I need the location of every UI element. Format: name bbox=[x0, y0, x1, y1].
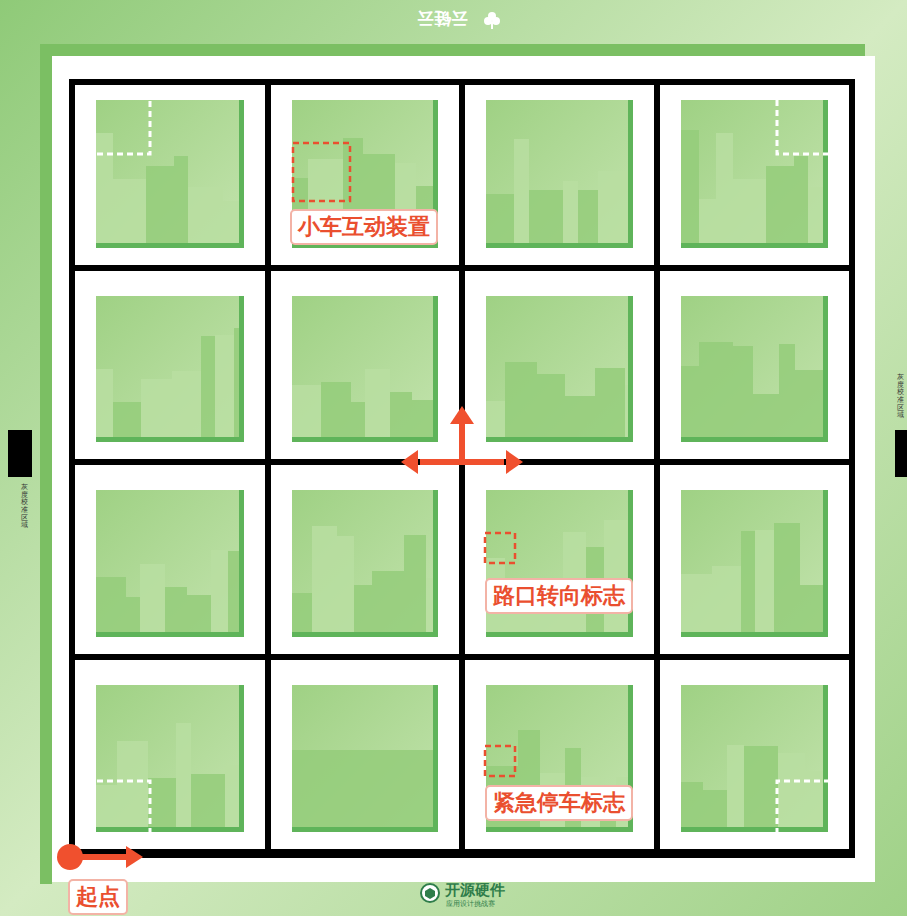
corner-zones bbox=[97, 100, 830, 835]
side-note: 灰度校准区域 bbox=[897, 374, 904, 420]
logo-icon bbox=[421, 884, 439, 902]
city-tile bbox=[681, 685, 828, 832]
arrow bbox=[70, 854, 128, 860]
city-tile bbox=[96, 100, 244, 248]
device-zone bbox=[293, 143, 350, 201]
turn-sign-zone bbox=[485, 533, 515, 563]
track-grid bbox=[69, 79, 855, 858]
frame-strip bbox=[40, 44, 52, 884]
frame-strip bbox=[40, 44, 865, 56]
city-tile bbox=[292, 296, 438, 442]
city-tile bbox=[292, 490, 438, 637]
turn-arrows bbox=[401, 406, 523, 474]
corner-zone bbox=[97, 781, 150, 835]
gray-calibration-bar bbox=[8, 430, 32, 477]
start-marker bbox=[57, 844, 143, 870]
clover-icon bbox=[484, 12, 500, 29]
callout-text: 路口转向标志 bbox=[493, 582, 625, 610]
corner-zone bbox=[777, 100, 830, 154]
city-tile bbox=[486, 100, 633, 248]
callout-box: 路口转向标志 bbox=[485, 578, 633, 614]
city-tile bbox=[486, 685, 633, 832]
arrow-head bbox=[450, 406, 474, 424]
city-tile bbox=[486, 296, 633, 442]
gray-calibration-bar bbox=[895, 430, 907, 477]
callout-box: 紧急停车标志 bbox=[485, 785, 633, 821]
logo-text: 云链云 bbox=[417, 9, 468, 29]
city-tile bbox=[292, 100, 438, 248]
city-tile bbox=[681, 490, 828, 637]
arrow-head bbox=[126, 846, 143, 868]
city-tile bbox=[681, 296, 828, 442]
corner-zone bbox=[97, 100, 150, 154]
callout-text: 小车互动装置 bbox=[298, 213, 430, 241]
side-note: 灰度校准区域 bbox=[21, 484, 28, 530]
city-tile bbox=[681, 100, 828, 248]
logo-text: 应用设计挑战赛 bbox=[446, 900, 495, 908]
city-tile bbox=[96, 296, 244, 442]
logo-text: 开源硬件 bbox=[445, 881, 505, 899]
city-tile bbox=[486, 490, 633, 637]
arrow-head bbox=[401, 450, 418, 474]
arrow bbox=[459, 420, 465, 462]
callout-box: 起点 bbox=[68, 879, 128, 915]
arrow bbox=[420, 459, 504, 465]
field bbox=[52, 56, 875, 882]
corner-zone bbox=[777, 781, 830, 835]
city-tile bbox=[292, 685, 438, 832]
stop-sign-zone bbox=[485, 746, 515, 776]
arrow-head bbox=[506, 450, 523, 474]
callout-box: 小车互动装置 bbox=[290, 209, 438, 245]
callout-text: 起点 bbox=[76, 883, 120, 911]
city-tile bbox=[96, 490, 244, 637]
marker-zones bbox=[293, 143, 515, 776]
callout-text: 紧急停车标志 bbox=[493, 789, 625, 817]
city-tile bbox=[96, 685, 244, 832]
